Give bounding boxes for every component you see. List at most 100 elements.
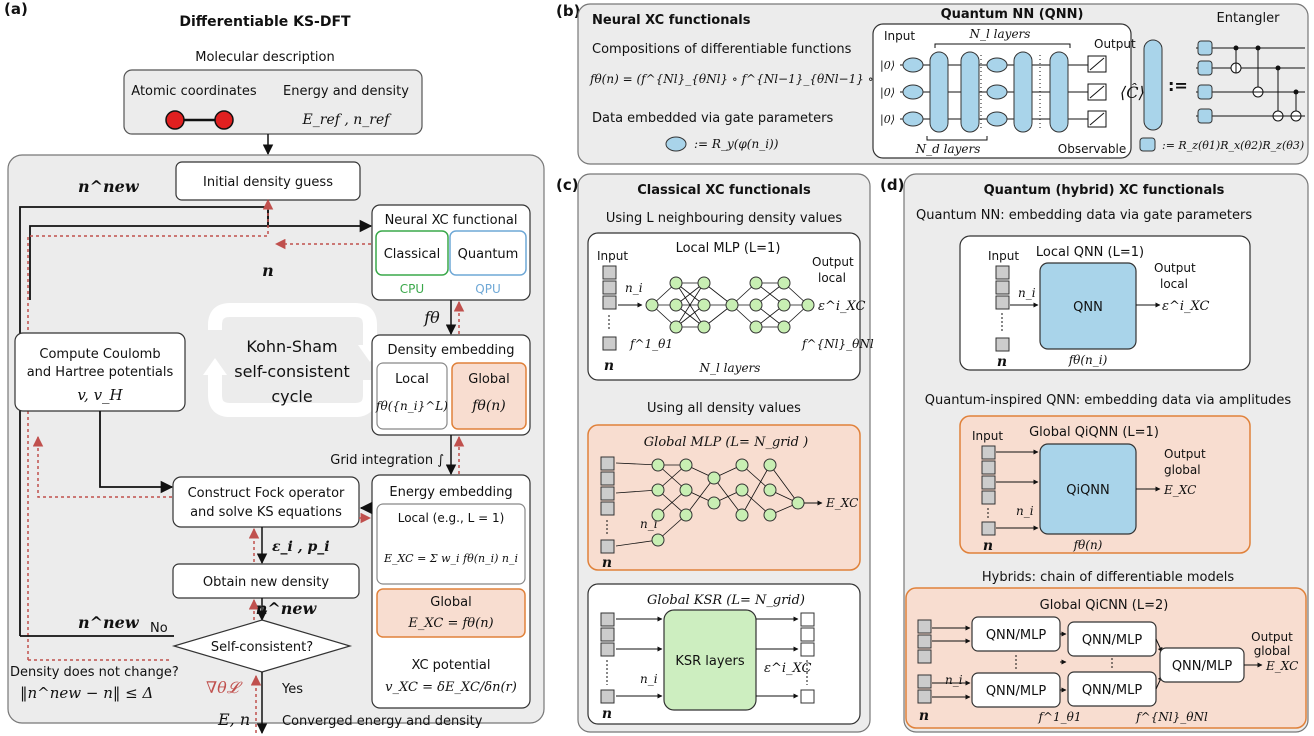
ks-cycle-line3: cycle [271,387,312,406]
panel-c: (c) Classical XC functionals Using L nei… [556,173,874,733]
ni-label-qiqnn: n_i [1016,504,1034,518]
eps-xc-ksr: ε^i_XC [764,661,812,676]
ni-label-ksr: n_i [640,672,658,686]
n-new-top: n^new [78,177,140,196]
panel-b-tag: (b) [556,2,580,20]
ket0-1: |0⟩ [880,59,895,73]
qnn-mlp-label-5: QNN/MLP [1172,659,1233,674]
f1-label-local: f^1_θ1 [629,337,673,351]
local-mlp-title: Local MLP (L=1) [676,241,781,256]
qnn-title: Quantum NN (QNN) [941,7,1084,22]
ket0-3: |0⟩ [880,113,895,127]
fock-line2: and solve KS equations [190,505,342,520]
f-ni-label: fθ(n_i) [1068,353,1108,367]
ni-label-global: n_i [640,517,658,531]
n-label-qiqnn: n [983,538,993,554]
global-f-label: fθ(n) [471,398,506,414]
global-density-label: Global [468,372,509,387]
qi-embed-label: Quantum-inspired QNN: embedding data via… [925,393,1292,408]
n-label-local-qnn: n [997,354,1007,370]
panel-c-title: Classical XC functionals [637,183,811,198]
panel-a: (a) Differentiable KS-DFT Molecular desc… [4,0,545,735]
ry-label: := R_y(φ(n_i)) [694,137,779,151]
qicnn-output-1: Output [1251,630,1293,644]
qnn-input-label: Input [884,29,915,43]
qnn-mlp-label-3: QNN/MLP [1082,633,1143,648]
local-eg-label: Local (e.g., L = 1) [398,511,505,525]
global-ksr-title: Global KSR (L= N_grid) [647,593,805,608]
ksr-layers-box [663,609,757,711]
xc-potential-label: XC potential [412,658,491,673]
panel-a-tag: (a) [4,0,28,18]
measurement-icons [1087,55,1107,128]
local-energy-box [376,503,526,585]
grid-integration-label: Grid integration ∫ [330,453,444,468]
eref-nref: E_ref , n_ref [302,112,393,128]
n-label-global: n [602,555,612,571]
rotation-def: := R_z(θ1)R_x(θ2)R_z(θ3) [1162,139,1304,152]
local-density-box [376,362,448,430]
data-embedded-label: Data embedded via gate parameters [592,111,833,126]
cpu-label: CPU [400,282,424,296]
panel-b-title: Neural XC functionals [592,13,751,28]
ks-cycle-line1: Kohn-Sham [246,337,337,356]
n-label-local: n [604,358,614,374]
exc-global-eq: E_XC = fθ(n) [407,616,493,631]
qnn-gates [902,51,1069,133]
local-mlp-box [587,232,861,381]
quantum-box [449,230,527,276]
qpu-label: QPU [475,282,500,296]
ni-label-qicnn: n_i [945,673,963,687]
classical-box [375,230,449,276]
output-local-qnn-2: local [1160,277,1188,291]
molecular-description: Molecular description [195,50,335,65]
panel-a-title: Differentiable KS-DFT [179,14,351,30]
exc-global-mlp: E_XC [825,496,858,510]
entangler-circuit [1196,40,1305,124]
no-label: No [150,621,168,636]
panel-d: (d) Quantum (hybrid) XC functionals Quan… [880,173,1309,733]
fock-box [172,476,360,528]
local-qnn-input-stack-icon [995,265,1010,352]
density-not-change-label: Density does not change? [10,665,179,680]
molecule-icon [165,110,234,130]
compositions-label: Compositions of differentiable functions [592,42,852,57]
new-density-box [172,563,360,599]
entangler-title: Entangler [1217,11,1281,26]
panel-d-tag: (d) [880,176,904,194]
n-new-left: n^new [78,613,140,632]
output-local-2: local [818,271,846,285]
exc-qicnn: E_XC [1265,659,1298,673]
qnn-mlp-label-2: QNN/MLP [986,684,1047,699]
classical-label: Classical [384,247,441,262]
neural-xc-label: Neural XC functional [385,213,518,228]
coulomb-line1: Compute Coulomb [39,347,160,362]
input-stack-global-icon [600,456,615,554]
output-global-1: Output [1164,447,1206,461]
qiqnn-label: QiQNN [1066,483,1110,498]
local-mlp-input: Input [597,249,628,263]
using-all-label: Using all density values [647,401,801,416]
global-qicnn-title: Global QiCNN (L=2) [1040,598,1169,613]
ni-label-local: n_i [625,281,643,295]
exc-local-eq: E_XC = Σ w_i fθ(n_i) n_i [383,552,518,565]
rotation-gate-icon [1139,137,1156,152]
f-n-label: fθ(n) [1073,538,1103,552]
qnn-block [1039,262,1137,350]
f1-label-qicnn: f^1_θ1 [1038,710,1082,724]
global-mlp-network-icon [615,458,805,547]
n-new-mid: n^new [256,599,318,618]
converged-label: Converged energy and density [282,714,483,729]
expectation-c: ⟨Ĉ⟩ [1120,82,1145,102]
yes-label: Yes [281,682,303,697]
global-mlp-title: Global MLP (L= N_grid ) [644,435,808,450]
n-label-ksr: n [602,706,612,722]
entangler-block-icon [1143,39,1163,131]
global-energy-box [376,588,526,638]
nd-layers-label: N_d layers [915,142,981,156]
observable-label: Observable [1058,142,1126,156]
fnl-label-local: f^{Nl}_θNl [801,337,874,351]
eps-xc-local: ε^i_XC [818,299,866,314]
atomic-coordinates-label: Atomic coordinates [131,84,257,99]
